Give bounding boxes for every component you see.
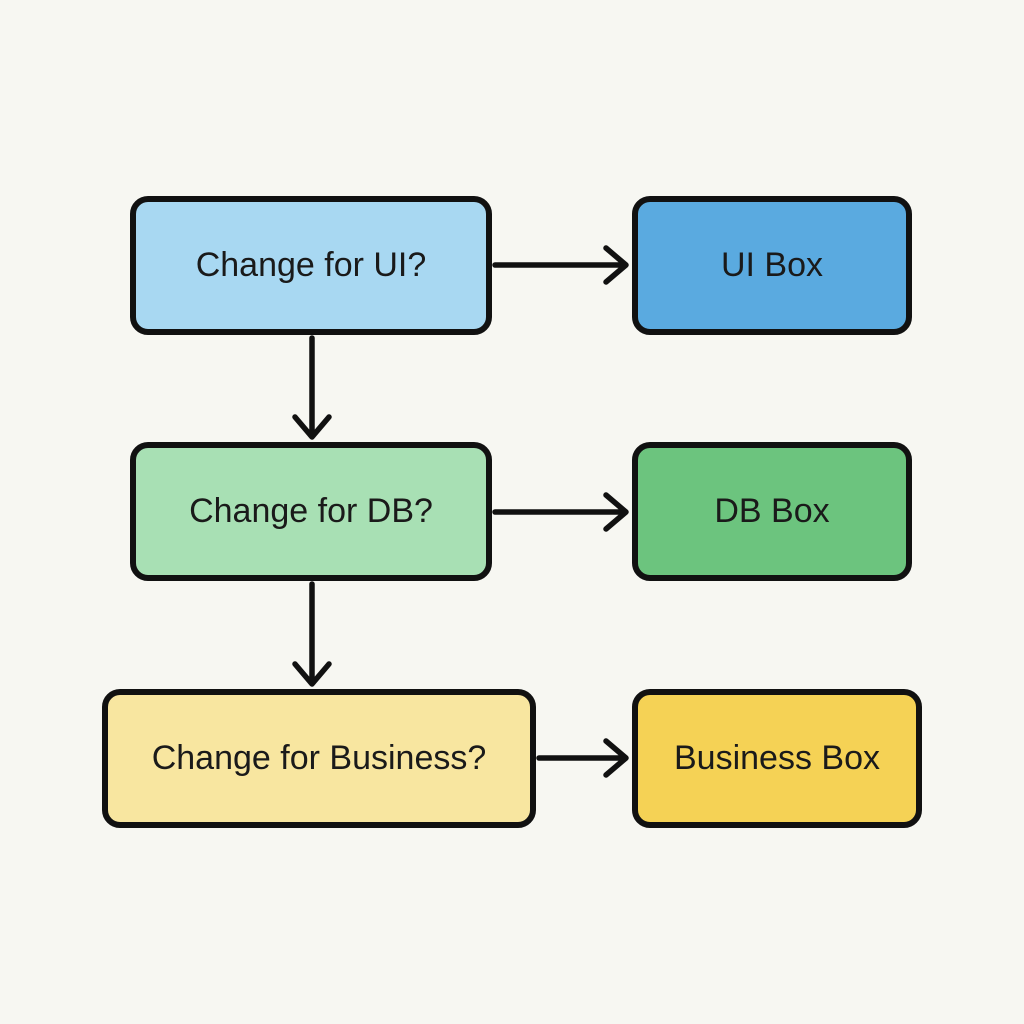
ui-question-node: Change for UI? bbox=[130, 196, 492, 335]
db-box-node: DB Box bbox=[632, 442, 912, 581]
arrow-ui-question-to-ui-box bbox=[492, 245, 629, 285]
business-question-node: Change for Business? bbox=[102, 689, 536, 828]
arrow-db-question-to-db-box bbox=[492, 492, 629, 532]
arrow-business-question-to-business-box bbox=[536, 738, 629, 778]
business-box-node: Business Box bbox=[632, 689, 922, 828]
arrow-ui-question-to-db-question bbox=[292, 335, 332, 440]
arrow-db-question-to-business-question bbox=[292, 581, 332, 687]
ui-box-node: UI Box bbox=[632, 196, 912, 335]
db-question-node: Change for DB? bbox=[130, 442, 492, 581]
